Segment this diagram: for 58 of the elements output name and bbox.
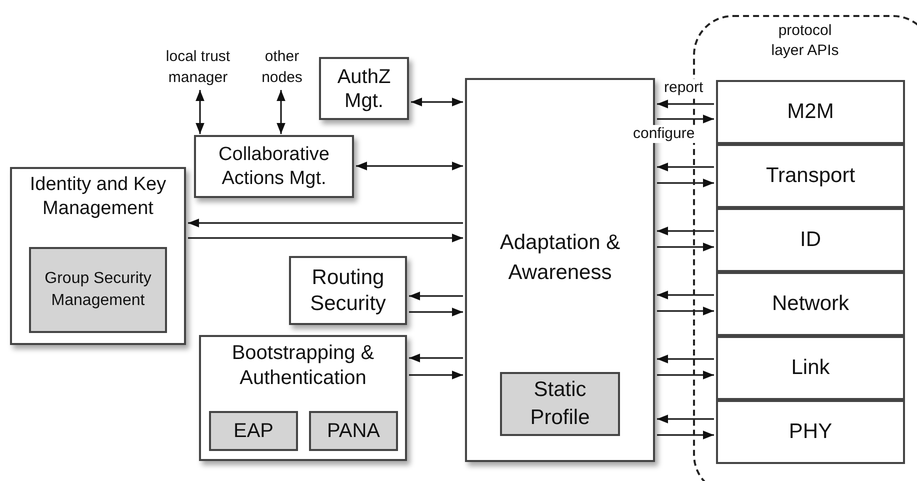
box-label: Collaborative Actions Mgt. — [218, 142, 330, 190]
arrow — [657, 178, 714, 188]
arrow — [188, 218, 463, 228]
arrow — [657, 370, 714, 380]
box-label: Group Security Management — [44, 269, 152, 311]
double-arrow — [276, 90, 286, 134]
double-arrow — [196, 90, 204, 134]
submodule-box — [209, 411, 298, 451]
arrow — [657, 430, 714, 440]
module-box — [10, 167, 186, 345]
box-label: other nodes — [260, 47, 304, 88]
double-arrow — [411, 98, 463, 106]
box-label: Static Profile — [529, 377, 591, 431]
box-label: Adaptation & Awareness — [498, 230, 622, 286]
arrow — [409, 354, 463, 362]
edge-label: configure — [632, 125, 696, 143]
box-label: Routing Security — [309, 264, 387, 316]
arrow — [657, 414, 714, 424]
submodule-box — [500, 372, 620, 436]
box-label: EAP — [232, 419, 275, 443]
layer-box — [716, 336, 905, 400]
submodule-box — [309, 411, 398, 451]
submodule-box — [29, 247, 167, 333]
box-label: PANA — [326, 419, 381, 443]
layer-box — [716, 208, 905, 272]
module-box — [194, 135, 354, 198]
layer-box — [716, 144, 905, 208]
arrow — [657, 354, 714, 364]
arrow — [409, 292, 463, 300]
arrow — [657, 226, 714, 236]
box-label: Bootstrapping & Authentication — [230, 341, 376, 391]
layer-box — [716, 400, 905, 464]
arrow — [188, 234, 463, 242]
arrow — [657, 290, 714, 300]
arrow — [657, 162, 714, 172]
box-label: local trust manager — [164, 47, 232, 88]
box-label: Network — [770, 291, 850, 317]
module-box — [319, 57, 409, 120]
arrow — [409, 370, 463, 380]
box-label: protocol layer APIs — [770, 21, 840, 61]
box-label: M2M — [786, 99, 835, 125]
layer-box — [716, 272, 905, 336]
module-box — [199, 335, 407, 461]
arrow — [657, 114, 714, 124]
box-label: Link — [790, 355, 831, 381]
module-box — [289, 256, 407, 325]
box-label: AuthZ Mgt. — [336, 64, 392, 112]
arrow — [657, 100, 714, 108]
box-label: Identity and Key Management — [28, 173, 168, 221]
arrow — [657, 242, 714, 252]
layer-box — [716, 80, 905, 144]
box-label: PHY — [788, 419, 834, 445]
arrow — [657, 306, 714, 316]
double-arrow — [356, 162, 463, 170]
box-label: ID — [799, 227, 822, 253]
edge-label: report — [663, 79, 704, 97]
box-label: Transport — [764, 163, 856, 189]
arrow — [409, 308, 463, 316]
